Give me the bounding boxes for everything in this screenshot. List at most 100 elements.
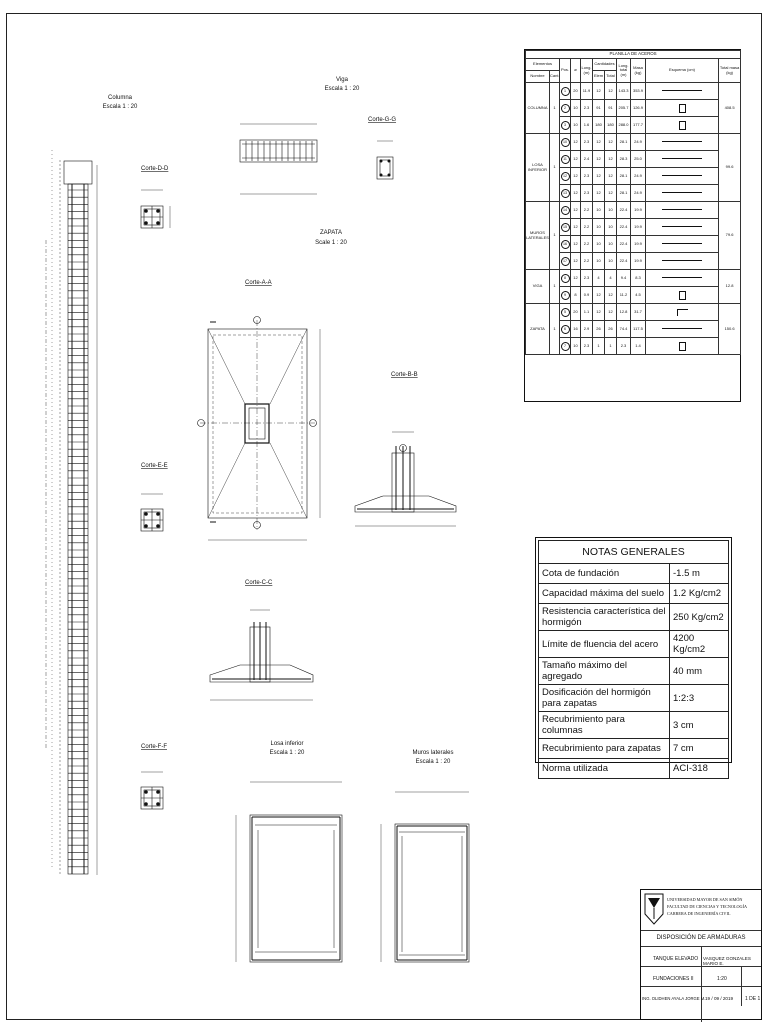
- note-value: ACI-318: [669, 758, 729, 779]
- schedule-e: 1: [592, 337, 605, 355]
- straight-bar-shape-icon: [662, 260, 702, 262]
- schedule-t: 12: [604, 286, 617, 304]
- section-a-a-title: Corte-A-A: [245, 280, 272, 286]
- hdr-nombre: Nombre: [525, 70, 550, 83]
- note-label: Recubrimiento para columnas: [538, 711, 670, 739]
- schedule-l: 11.9: [580, 82, 593, 100]
- schedule-lt: 9.4: [616, 269, 631, 287]
- schedule-t: 10: [604, 235, 617, 253]
- teacher-name: ING. OLIDHEN AYALA JORGE M.: [642, 996, 706, 1001]
- note-value: 1.2 Kg/cm2: [669, 583, 729, 604]
- schedule-t: 180: [604, 116, 617, 134]
- career-name: CARRERA DE INGENIERÍA CIVIL: [667, 911, 731, 916]
- schedule-d: 12: [570, 201, 581, 219]
- schedule-e: 10: [592, 218, 605, 236]
- schedule-l: 2.3: [580, 133, 593, 151]
- schedule-d: 12: [570, 269, 581, 287]
- schedule-t: 10: [604, 201, 617, 219]
- schedule-l: 2.2: [580, 235, 593, 253]
- schedule-lt: 22.4: [616, 235, 631, 253]
- schedule-m: 19.9: [630, 252, 646, 270]
- schedule-l: 2.2: [580, 252, 593, 270]
- schedule-e: 180: [592, 116, 605, 134]
- schedule-t: 91: [604, 99, 617, 117]
- slab-scale: Escala 1 : 20: [270, 750, 305, 756]
- straight-bar-shape-icon: [662, 243, 702, 245]
- schedule-l: 2.9: [580, 320, 593, 338]
- project-name: TANQUE ELEVADO: [653, 956, 699, 962]
- schedule-pos: 5: [560, 307, 570, 317]
- hdr-masa-total: Total masa (kg): [717, 58, 742, 83]
- title-block: UNIVERSIDAD MAYOR DE SAN SIMÓN FACULTAD …: [640, 889, 762, 1022]
- hdr-total: Total: [604, 70, 617, 83]
- schedule-t: 26: [604, 320, 617, 338]
- straight-bar-shape-icon: [662, 328, 702, 330]
- schedule-element-count: 1: [549, 133, 560, 202]
- schedule-m: 4.5: [630, 286, 646, 304]
- schedule-l: 2.3: [580, 269, 593, 287]
- hdr-long-total: Long. total (m): [616, 58, 631, 83]
- schedule-d: 12: [570, 184, 581, 202]
- schedule-m: 25.0: [630, 150, 646, 168]
- schedule-e: 10: [592, 252, 605, 270]
- schedule-element-count: 1: [549, 82, 560, 134]
- faculty-name: FACULTAD DE CIENCIAS Y TECNOLOGÍA: [667, 904, 748, 909]
- schedule-lt: 22.4: [616, 218, 631, 236]
- schedule-l: 2.3: [580, 99, 593, 117]
- schedule-lt: 205.7: [616, 99, 631, 117]
- schedule-element-count: 1: [549, 269, 560, 304]
- schedule-m: 117.5: [630, 320, 646, 338]
- schedule-lt: 28.3: [616, 150, 631, 168]
- drawing-date: 19 / 09 / 2019: [705, 996, 734, 1001]
- schedule-pos: 12: [560, 171, 570, 181]
- footing-scale: Scale 1 : 20: [315, 240, 347, 246]
- stirrup-shape-icon: [678, 120, 686, 130]
- note-value: 7 cm: [669, 738, 729, 759]
- schedule-t: 12: [604, 133, 617, 151]
- hdr-elem: Elem: [592, 70, 605, 83]
- schedule-pos: 10: [560, 137, 570, 147]
- section-d-d-title: Corte-D-D: [141, 166, 169, 172]
- walls-title: Muros laterales: [412, 750, 453, 756]
- section-e-e-title: Corte-E-E: [141, 463, 168, 469]
- schedule-pos: 8: [560, 273, 570, 283]
- hdr-elementos: Elementos: [525, 58, 560, 71]
- note-label: Tamaño máximo del agregado: [538, 657, 670, 685]
- schedule-pos: 9: [560, 290, 570, 300]
- hdr-long: Long. (m): [580, 58, 593, 83]
- university-name: UNIVERSIDAD MAYOR DE SAN SIMÓN: [667, 897, 743, 902]
- note-value: 250 Kg/cm2: [669, 603, 729, 631]
- schedule-e: 10: [592, 235, 605, 253]
- section-d-d: [140, 189, 171, 229]
- section-c-c-title: Corte-C-C: [245, 580, 273, 586]
- schedule-l: 2.2: [580, 218, 593, 236]
- walls-scale: Escala 1 : 20: [416, 759, 451, 765]
- note-value: 1:2:3: [669, 684, 729, 712]
- schedule-d: 20: [570, 303, 581, 321]
- schedule-e: 12: [592, 150, 605, 168]
- drawing-sheet: [6, 13, 762, 1020]
- bottom-slab-plan: [235, 781, 343, 963]
- schedule-l: 1.6: [580, 116, 593, 134]
- schedule-group-total: 99.6: [717, 133, 742, 202]
- schedule-e: 12: [592, 303, 605, 321]
- column-scale: Escala 1 : 20: [103, 104, 138, 110]
- notes-title: NOTAS GENERALES: [538, 540, 729, 564]
- schedule-element-count: 1: [549, 303, 560, 355]
- schedule-m: 24.9: [630, 133, 646, 151]
- straight-bar-shape-icon: [662, 209, 702, 211]
- schedule-e: 12: [592, 167, 605, 185]
- schedule-element-name: MUROS LATERALES: [525, 201, 550, 270]
- schedule-lt: 22.4: [616, 252, 631, 270]
- hdr-cant: Cant.: [549, 70, 560, 83]
- schedule-d: 8: [570, 286, 581, 304]
- schedule-m: 19.9: [630, 218, 646, 236]
- schedule-l: 2.2: [580, 201, 593, 219]
- schedule-m: 126.9: [630, 99, 646, 117]
